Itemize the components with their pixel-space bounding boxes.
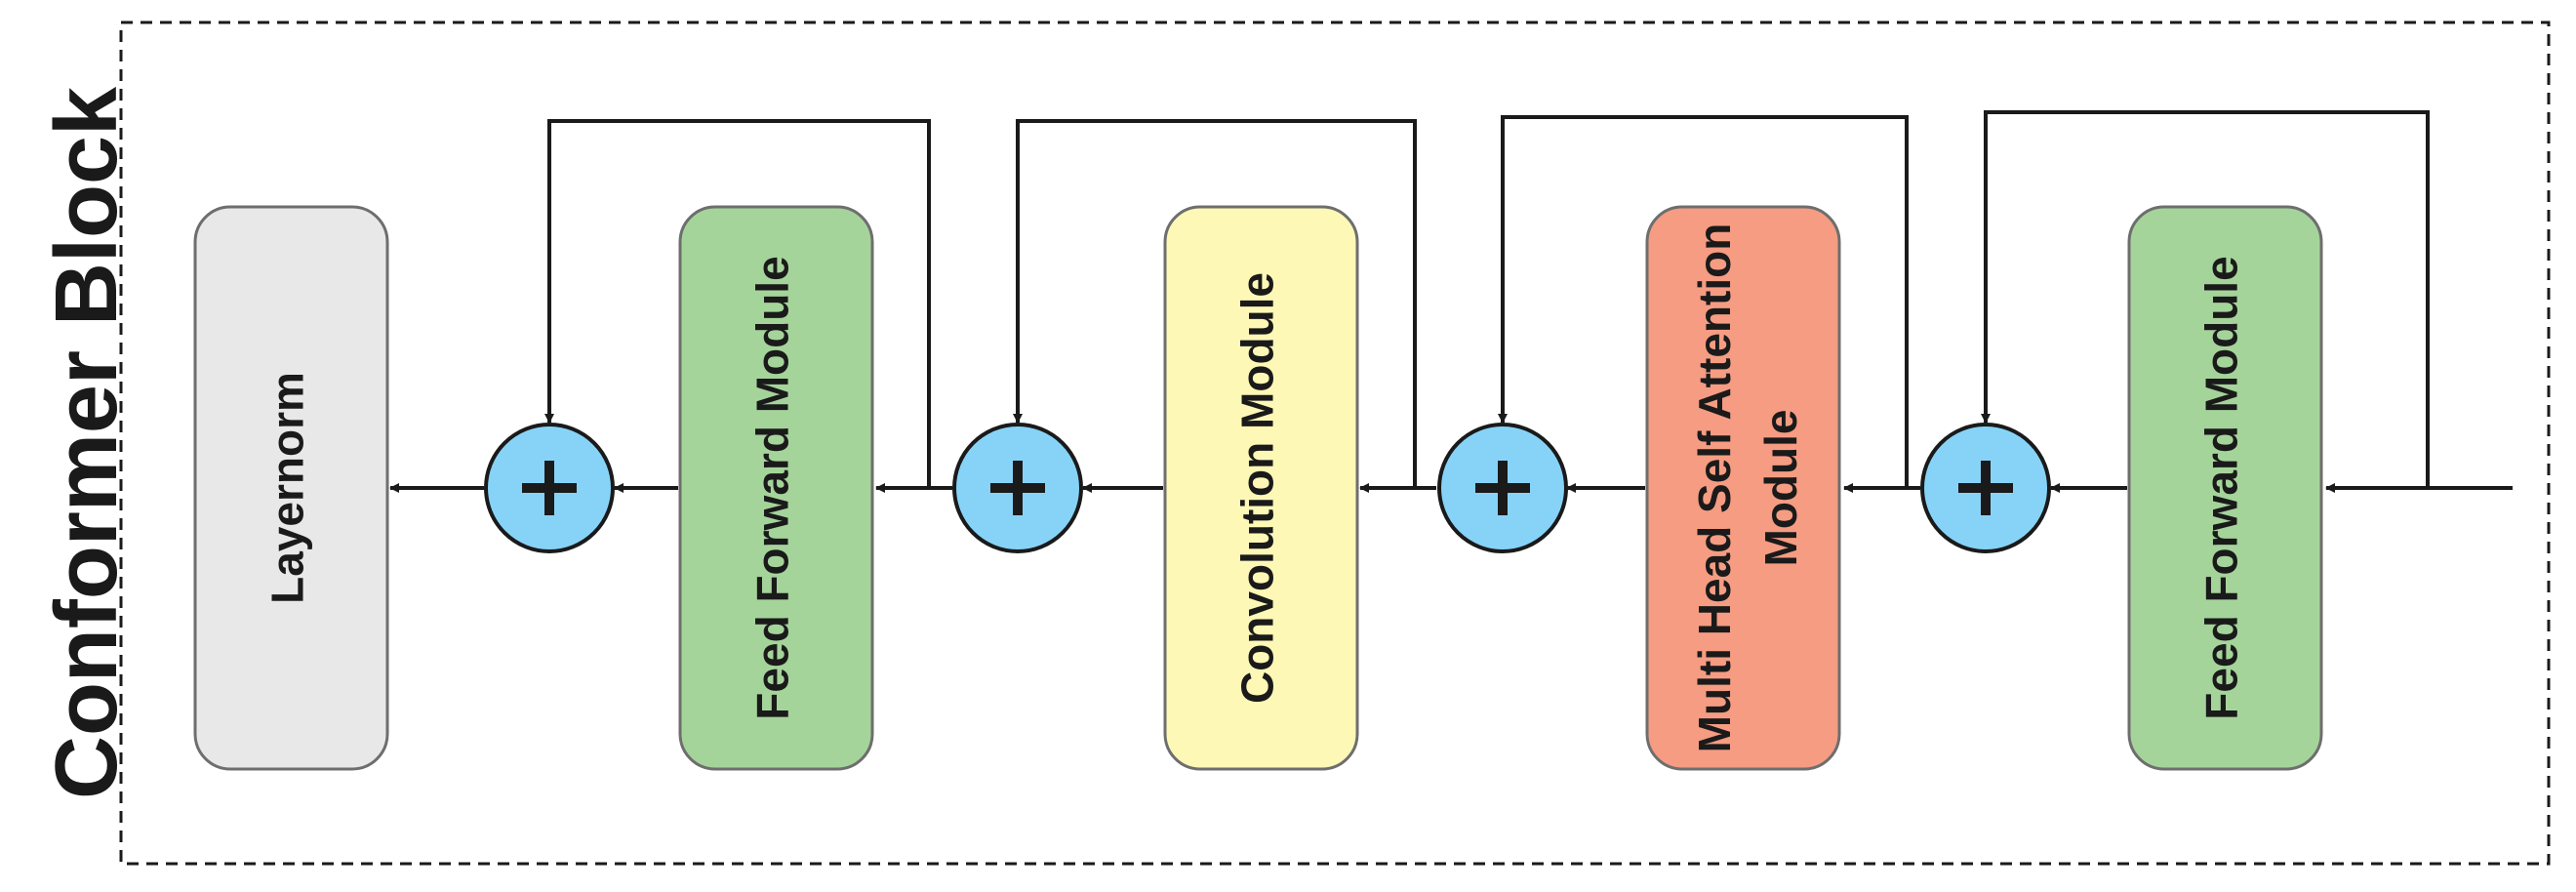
adder-node-3: [1437, 423, 1568, 553]
mhsa-box: [1645, 205, 1841, 771]
layernorm-label: Layernorm: [262, 372, 313, 604]
feed-forward-label-2: Feed Forward Module: [2196, 256, 2247, 719]
adder-node-2: [952, 423, 1083, 553]
feed-forward-box-2: [2127, 205, 2323, 771]
multi-head-self-attention-module: Multi Head Self Attention Module: [1645, 205, 1841, 771]
feed-forward-box-1: [678, 205, 874, 771]
block-title: Conformer Block: [38, 86, 136, 799]
mhsa-label-line2: Module: [1755, 410, 1806, 567]
layernorm-module: Layernorm: [193, 205, 389, 771]
residual-skip-2: [1013, 119, 1417, 488]
convolution-label: Convolution Module: [1232, 272, 1283, 704]
residual-skip-1: [544, 119, 931, 488]
feed-forward-module-1: Feed Forward Module: [678, 205, 874, 771]
block-boundary: [119, 20, 2551, 866]
layernorm-box: [193, 205, 389, 771]
adder-node-1: [484, 423, 615, 553]
convolution-module: Convolution Module: [1163, 205, 1359, 771]
mhsa-label-line1: Multi Head Self Attention: [1689, 223, 1740, 753]
feed-forward-label-1: Feed Forward Module: [747, 256, 798, 719]
residual-skip-3: [1498, 115, 1909, 488]
convolution-box: [1163, 205, 1359, 771]
adder-node-4: [1920, 423, 2051, 553]
residual-skip-4: [1981, 110, 2430, 488]
feed-forward-module-2: Feed Forward Module: [2127, 205, 2323, 771]
